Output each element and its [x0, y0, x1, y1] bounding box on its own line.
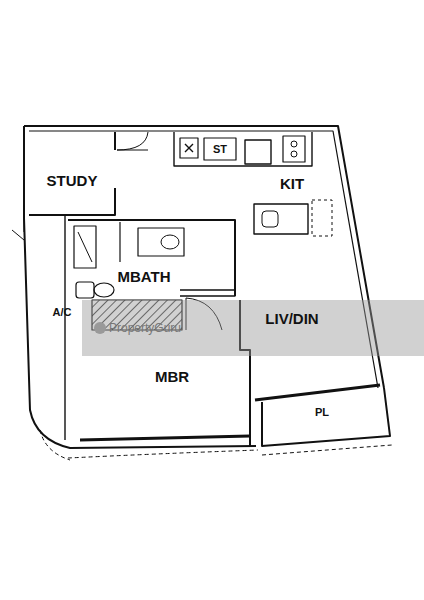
planter-wall: [262, 388, 390, 446]
shower-door: [78, 232, 92, 262]
window: [255, 385, 380, 400]
ledge: [40, 430, 70, 460]
room-label: MBR: [155, 369, 189, 384]
basin: [161, 235, 179, 249]
island-sink: [262, 211, 278, 227]
watermark-logo: [94, 322, 106, 334]
room-label: MBATH: [117, 269, 170, 284]
toilet-bowl: [94, 283, 114, 297]
room-label: KIT: [280, 176, 304, 191]
vanity: [138, 228, 184, 256]
store-box: [204, 138, 236, 160]
toilet: [76, 282, 94, 298]
ledge: [12, 205, 24, 240]
outer-wall: [24, 126, 256, 448]
study-wall: [114, 132, 116, 150]
bath-wall: [68, 220, 235, 296]
room-label: ST: [213, 144, 227, 155]
cross-mark: [185, 144, 193, 152]
watermark: PropertyGuru: [109, 322, 181, 334]
sink-box: [180, 138, 198, 158]
window: [80, 436, 250, 440]
study-wall: [29, 188, 115, 215]
island: [254, 204, 308, 234]
burner: [291, 141, 297, 147]
ac-wall: [64, 215, 65, 440]
shower: [74, 226, 96, 268]
ledge: [262, 445, 392, 455]
counter: [174, 132, 312, 166]
hob: [283, 136, 305, 162]
room-label: PL: [315, 407, 329, 418]
ledge: [68, 450, 258, 458]
room-label: LIV/DIN: [265, 311, 318, 326]
burner: [291, 151, 297, 157]
door-swing: [117, 132, 148, 150]
watermark-band: [82, 300, 424, 356]
bath-door-frame: [180, 290, 235, 296]
room-label: STUDY: [47, 173, 98, 188]
partition: [119, 222, 120, 262]
room-label: A/C: [53, 307, 72, 318]
dashed-unit: [312, 200, 332, 236]
appliance: [245, 140, 271, 164]
